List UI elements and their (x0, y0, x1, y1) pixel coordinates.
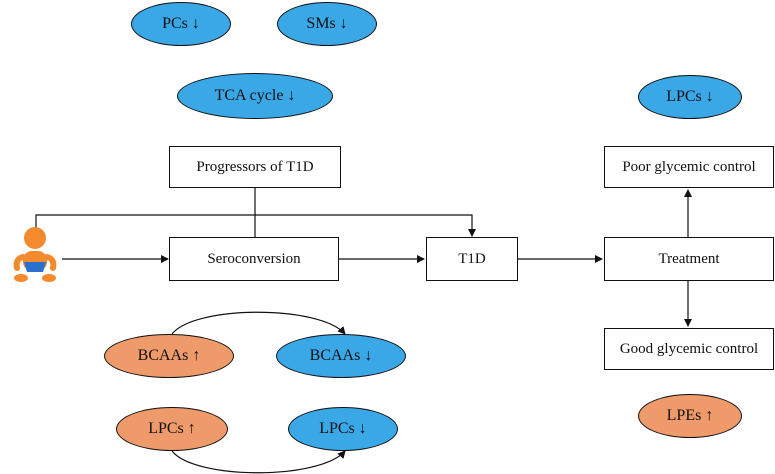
metabolite-lpcs-increase: LPCs ↑ (116, 407, 228, 451)
metabolite-label: LPCs (148, 420, 184, 437)
box-t1d: T1D (426, 237, 518, 281)
arrow-lpcs-transition (171, 450, 346, 474)
baby-icon (13, 227, 57, 282)
arrow-bcaas-transition (171, 311, 346, 335)
down-arrow-icon: ↓ (358, 420, 367, 437)
box-poor-glycemic-control: Poor glycemic control (604, 146, 774, 188)
metabolite-label: SMs (306, 15, 336, 32)
down-arrow-icon: ↓ (339, 15, 348, 32)
metabolite-label: BCAAs (137, 347, 189, 364)
metabolite-label: LPCs (319, 420, 355, 437)
metabolite-lpcs-decrease: LPCs ↓ (288, 407, 398, 451)
metabolite-tca-cycle-decrease: TCA cycle ↓ (177, 73, 333, 119)
metabolite-lpcs-decrease-treatment: LPCs ↓ (638, 75, 742, 119)
box-progressors-of-t1d: Progressors of T1D (169, 146, 341, 188)
metabolite-label: TCA cycle (214, 87, 284, 104)
up-arrow-icon: ↑ (192, 347, 201, 364)
down-arrow-icon: ↓ (287, 87, 296, 104)
down-arrow-icon: ↓ (364, 347, 373, 364)
metabolite-sms-decrease: SMs ↓ (277, 2, 377, 46)
box-seroconversion: Seroconversion (169, 237, 339, 281)
metabolite-label: LPCs (666, 88, 702, 105)
metabolite-bcaas-decrease: BCAAs ↓ (276, 334, 406, 378)
metabolite-bcaas-increase: BCAAs ↑ (104, 334, 234, 378)
down-arrow-icon: ↓ (705, 88, 714, 105)
metabolite-pcs-decrease: PCs ↓ (131, 2, 231, 46)
up-arrow-icon: ↑ (705, 407, 714, 424)
arrow-baby-bracket-to-t1d (35, 214, 476, 237)
box-treatment: Treatment (604, 237, 774, 281)
up-arrow-icon: ↑ (187, 420, 196, 437)
metabolite-label: LPEs (666, 407, 702, 424)
metabolite-label: PCs (162, 15, 188, 32)
metabolite-label: BCAAs (309, 347, 361, 364)
metabolite-lpes-increase: LPEs ↑ (638, 394, 742, 438)
box-good-glycemic-control: Good glycemic control (604, 328, 774, 370)
down-arrow-icon: ↓ (191, 15, 200, 32)
